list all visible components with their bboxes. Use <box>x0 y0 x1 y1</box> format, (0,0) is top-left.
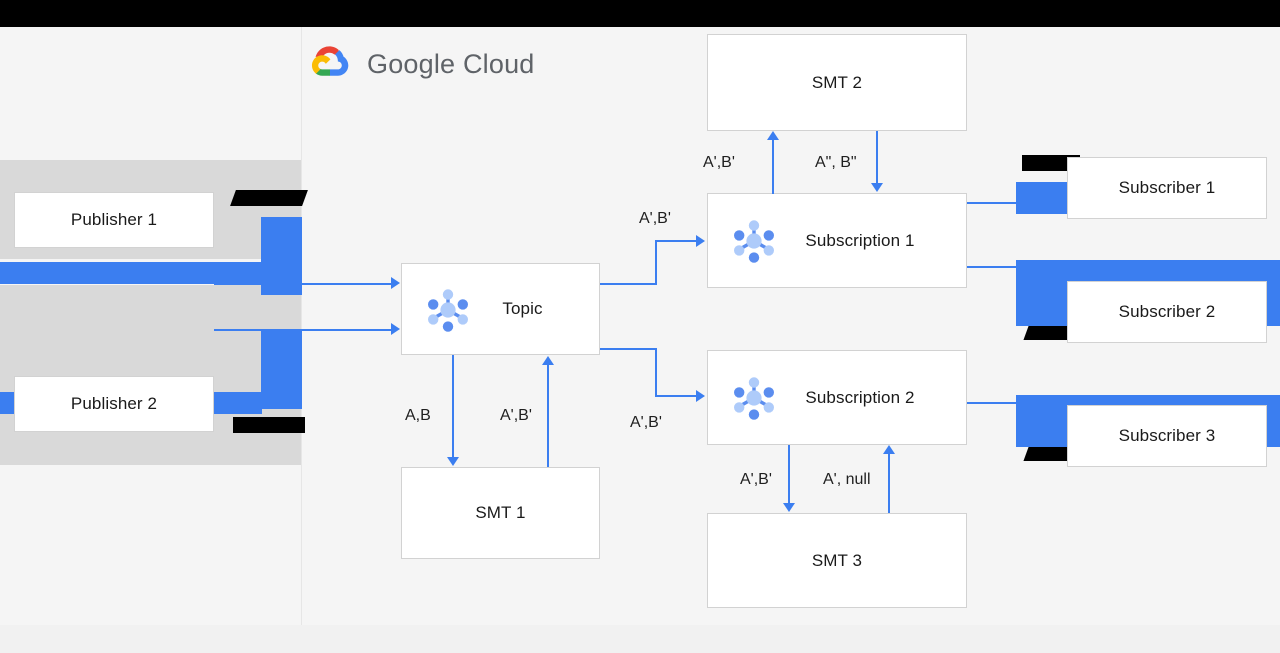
edge-topic-to-smt1 <box>452 355 454 458</box>
edge-label-sub2-smt3: A',B' <box>740 471 772 488</box>
arrowhead-topic-smt1 <box>447 457 459 466</box>
artifact-bar-pub1-top <box>230 190 308 206</box>
edge-topic-to-sub2-seg2 <box>655 348 657 397</box>
node-publisher-1[interactable]: Publisher 1 <box>14 192 214 248</box>
edge-smt2-to-sub1 <box>876 131 878 184</box>
edge-sub2-to-subscriber3 <box>967 402 1280 404</box>
node-subscriber-3[interactable]: Subscriber 3 <box>1067 405 1267 467</box>
edge-topic-to-sub1-seg2 <box>655 240 657 285</box>
edge-smt1-to-topic <box>547 364 549 467</box>
node-smt-3[interactable]: SMT 3 <box>707 513 967 608</box>
artifact-block-pub2 <box>261 331 302 409</box>
node-topic-label: Topic <box>502 299 543 318</box>
pubsub-subscription-icon <box>726 213 782 269</box>
node-subscription-1-label: Subscription 1 <box>805 230 915 250</box>
arrowhead-smt2-sub1 <box>871 183 883 192</box>
edge-label-smt3-sub2: A', null <box>823 471 871 488</box>
edge-smt3-to-sub2 <box>888 453 890 513</box>
edge-topic-to-sub1-seg3 <box>655 240 697 242</box>
edge-label-topic-sub2: A',B' <box>630 414 662 431</box>
edge-topic-to-sub2-seg3 <box>655 395 697 397</box>
edge-label-sub1-smt2: A',B' <box>703 154 735 171</box>
google-cloud-brand-label: Google Cloud <box>367 49 535 79</box>
artifact-bar-pub1-wire <box>0 262 262 284</box>
google-cloud-logo-icon <box>307 40 353 89</box>
arrowhead-smt1-topic <box>542 356 554 365</box>
node-smt-2-label: SMT 2 <box>811 72 863 92</box>
node-topic[interactable]: Topic <box>401 263 600 355</box>
footer-strip <box>0 625 1280 653</box>
artifact-block-pub1 <box>261 217 302 295</box>
top-black-bar <box>0 0 1280 27</box>
node-subscription-1[interactable]: Subscription 1 <box>707 193 967 288</box>
edge-label-smt2-sub1: A", B" <box>815 154 857 171</box>
pubsub-subscription-icon <box>726 370 782 426</box>
edge-topic-to-sub1-seg1 <box>600 283 657 285</box>
node-subscription-2[interactable]: Subscription 2 <box>707 350 967 445</box>
node-smt-1[interactable]: SMT 1 <box>401 467 600 559</box>
arrowhead-sub1-smt2 <box>767 131 779 140</box>
edge-sub2-to-smt3 <box>788 445 790 504</box>
node-smt-3-label: SMT 3 <box>811 550 863 570</box>
google-cloud-brand: Google Cloud <box>307 40 535 89</box>
pubsub-topic-icon <box>420 282 476 338</box>
node-publisher-1-label: Publisher 1 <box>70 210 158 229</box>
node-subscriber-3-label: Subscriber 3 <box>1118 426 1216 445</box>
artifact-bar-pub2-bottom <box>233 417 305 433</box>
node-smt-1-label: SMT 1 <box>475 503 526 522</box>
arrowhead-topic-sub1 <box>696 235 705 247</box>
arrowhead-publisher2-topic <box>391 323 400 335</box>
edge-label-smt1-topic: A',B' <box>500 407 532 424</box>
edge-publisher1-to-topic <box>214 283 391 285</box>
edge-sub1-to-subscriber1 <box>967 202 1067 204</box>
edge-sub1-to-smt2 <box>772 140 774 194</box>
node-subscription-2-label: Subscription 2 <box>805 387 915 407</box>
edge-topic-to-sub2-seg1 <box>600 348 657 350</box>
arrowhead-publisher1-topic <box>391 277 400 289</box>
node-publisher-2-label: Publisher 2 <box>70 394 158 413</box>
artifact-bar-sub1-top <box>1022 155 1080 171</box>
edge-label-topic-smt1: A,B <box>405 407 431 424</box>
arrowhead-sub2-smt3 <box>783 503 795 512</box>
node-subscriber-1-label: Subscriber 1 <box>1118 178 1216 197</box>
arrowhead-topic-sub2 <box>696 390 705 402</box>
overlay-panel-middle <box>0 285 301 360</box>
artifact-block-sub1 <box>1016 182 1076 214</box>
edge-label-topic-sub1: A',B' <box>639 210 671 227</box>
node-publisher-2[interactable]: Publisher 2 <box>14 376 214 432</box>
edge-sub1-to-subscriber2 <box>967 266 1280 268</box>
node-subscriber-2-label: Subscriber 2 <box>1118 302 1216 321</box>
node-subscriber-1[interactable]: Subscriber 1 <box>1067 157 1267 219</box>
node-smt-2[interactable]: SMT 2 <box>707 34 967 131</box>
node-subscriber-2[interactable]: Subscriber 2 <box>1067 281 1267 343</box>
arrowhead-smt3-sub2 <box>883 445 895 454</box>
edge-publisher2-to-topic <box>214 329 391 331</box>
